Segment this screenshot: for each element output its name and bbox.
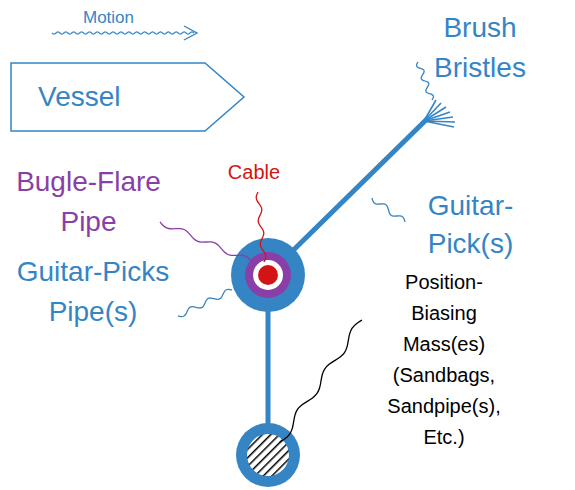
- vessel-hull: [11, 63, 244, 131]
- leader-line: [178, 289, 232, 316]
- part-label: Cable: [214, 160, 294, 184]
- pipe-gap: [253, 260, 283, 290]
- leader-line: [280, 320, 362, 442]
- node-text: Vessel: [38, 80, 121, 114]
- leader-line: [160, 222, 252, 262]
- part-label: Bugle-Flare Pipe: [6, 162, 171, 242]
- part-label: Brush Bristles: [415, 8, 545, 88]
- brush-bristles: [424, 100, 455, 127]
- leader-line: [256, 192, 266, 262]
- motion-arrow: [52, 32, 194, 34]
- brush-assembly: [231, 100, 455, 487]
- vessel-shape: Vessel: [10, 62, 245, 132]
- part-label: Guitar- Pick(s): [408, 187, 533, 263]
- guitar-picks-pipe: [231, 238, 305, 312]
- bugle-flare-pipe: [245, 252, 291, 298]
- motion-label: Motion: [83, 8, 163, 28]
- note-label: Position- Biasing Mass(es) (Sandbags, Sa…: [374, 267, 514, 453]
- stem: [266, 300, 271, 430]
- cable: [258, 265, 278, 285]
- leader-line: [417, 62, 434, 100]
- motion-arrowhead: [184, 26, 197, 40]
- part-label: Guitar-Picks Pipe(s): [4, 252, 182, 332]
- leader-line: [372, 198, 405, 222]
